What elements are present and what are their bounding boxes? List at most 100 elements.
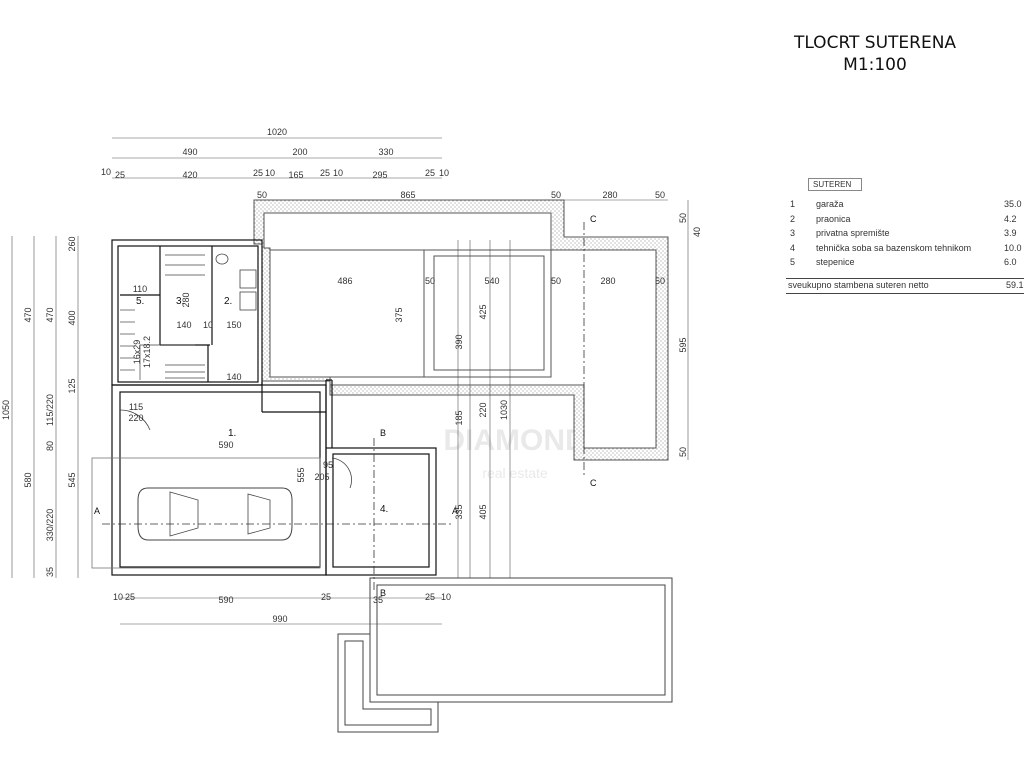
dim-label: 470	[45, 307, 55, 322]
pool-basin	[269, 249, 552, 378]
dim-label: 330/220	[45, 509, 55, 542]
dim-label: 405	[478, 504, 488, 519]
dim-label: 10	[101, 167, 111, 177]
dim-label: 40	[692, 227, 702, 237]
dim-label: 10	[333, 168, 343, 178]
tech-door-swing	[331, 457, 352, 489]
room-number: 2	[790, 213, 796, 224]
washing-machine	[239, 269, 257, 289]
room-number: 4	[790, 242, 796, 253]
dim-label: 10	[439, 168, 449, 178]
room-number: 3	[790, 228, 796, 238]
dim-label: 330	[378, 147, 393, 157]
room-number-1: 1.	[228, 428, 236, 439]
room-name: tehnička soba sa bazenskom tehnikom	[816, 242, 972, 253]
dim-label: 50	[551, 190, 561, 200]
lower-pool	[337, 577, 673, 733]
dim-label: 35	[373, 595, 383, 605]
tech-room-wall	[325, 447, 437, 576]
dim-label: 25	[321, 592, 331, 602]
dim-label: 25	[125, 592, 135, 602]
dim-label: 25	[253, 168, 263, 178]
room-number: 1	[790, 199, 796, 209]
room-area: 3.9	[1004, 228, 1017, 238]
dim-label: 220	[478, 402, 488, 417]
stair-run	[139, 344, 195, 380]
scale-label: M1:100	[843, 55, 907, 75]
dim-label: 17x18.2	[142, 336, 152, 368]
outer-wall-inner	[117, 245, 259, 383]
dim-label: 400	[67, 310, 77, 325]
dim-label: 280	[181, 292, 191, 307]
dim-label: 140	[226, 372, 241, 382]
dim-label: 185	[454, 410, 464, 425]
dim-label: 390	[454, 334, 464, 349]
total-area: 59.1	[1006, 279, 1024, 290]
car-rear-window	[247, 493, 271, 535]
section-a-label: A	[452, 506, 458, 516]
dim-label: 25	[320, 168, 330, 178]
tech-room-inner	[332, 453, 430, 568]
dim-label: 260	[67, 236, 77, 251]
dim-label: 590	[218, 440, 233, 450]
watermark-brand: DIAMOND	[443, 424, 586, 457]
total-label: sveukupno stambena suteren netto	[788, 279, 929, 290]
dim-label: 580	[23, 472, 33, 487]
dim-label: 25	[425, 592, 435, 602]
section-lines	[102, 222, 585, 592]
dim-label: 490	[182, 147, 197, 157]
dim-label: 990	[272, 614, 287, 624]
driveway-outline	[91, 457, 321, 569]
car-icon	[137, 487, 293, 541]
legend-header: SUTEREN	[808, 178, 863, 191]
dim-label: 16x29	[132, 340, 142, 365]
dimension-labels: 1020 490 200 330 10 25 420 25 10 165 25 …	[101, 127, 665, 624]
room-area: 35.0	[1004, 199, 1022, 209]
room-name: praonica	[816, 213, 851, 224]
lower-pool-outer	[369, 577, 673, 703]
dim-label: 115/220	[45, 394, 55, 426]
room-labels: 1. 2. 3. 4. 5.	[136, 296, 388, 515]
section-markers: A A B B C C	[94, 214, 597, 598]
sink-fixture	[215, 253, 229, 265]
dim-label: 220	[128, 413, 143, 423]
utility-fixture	[239, 291, 257, 311]
staircase	[120, 254, 205, 380]
dim-label: 205	[314, 472, 329, 482]
legend-total-row: sveukupno stambena suteren netto 59.1	[786, 277, 1024, 294]
dim-label: 50	[257, 190, 267, 200]
dim-label: 555	[296, 467, 306, 482]
dim-label: 280	[600, 276, 615, 286]
room-number-2: 2.	[224, 296, 232, 307]
room-area: 6.0	[1004, 257, 1017, 267]
room-name: privatna spremište	[816, 228, 890, 238]
room-name: stepenice	[816, 257, 855, 267]
dim-label: 25	[425, 168, 435, 178]
dim-label: 470	[23, 307, 33, 322]
watermark-sub: real estate	[482, 465, 548, 481]
dim-label: 10	[441, 592, 451, 602]
dim-label: 50	[678, 213, 688, 223]
room-area: 4.2	[1004, 213, 1017, 224]
dim-label: 165	[288, 170, 303, 180]
lower-deck	[337, 633, 439, 733]
room-number-5: 5.	[136, 296, 144, 307]
dim-label: 540	[484, 276, 499, 286]
legend-row: 3 privatna spremište 3.9	[786, 228, 1024, 243]
garage-door-swing	[119, 409, 151, 431]
dim-label: 595	[678, 337, 688, 352]
dim-label: 10	[113, 592, 123, 602]
dim-label: 140	[176, 320, 191, 330]
dim-label: 10	[265, 168, 275, 178]
pool-step	[423, 249, 552, 378]
vertical-dimension-labels: 1050 470 580 470 80 330/220 115/220 260 …	[1, 213, 702, 577]
dim-label: 125	[67, 378, 77, 393]
dim-label: 1050	[1, 400, 11, 420]
room-number-3: 3.	[176, 296, 184, 307]
dim-label: 200	[292, 147, 307, 157]
dim-label: 150	[226, 320, 241, 330]
drawing-title: TLOCRT SUTERENA M1:100	[760, 32, 990, 76]
dim-label: 545	[67, 472, 77, 487]
